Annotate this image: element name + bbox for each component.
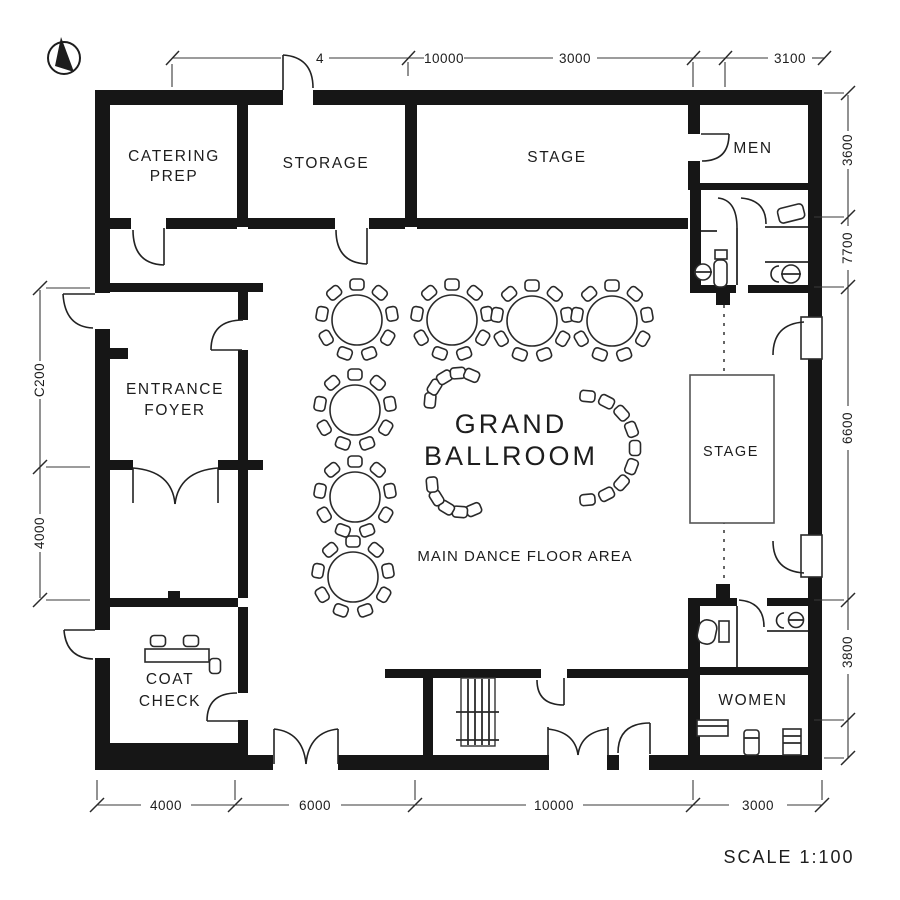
room-label-grand-ballroom-line2: BALLROOM (424, 441, 598, 471)
dimension-chain-bottom: 4000 6000 10000 3000 (89, 780, 830, 813)
toilet-icon (714, 249, 728, 260)
dim-left-1: 4000 (32, 517, 47, 549)
coat-check-desk (144, 634, 222, 675)
dimension-chain-right: 3600 7700 6600 3800 (814, 85, 856, 766)
room-label-stage-top: STAGE (527, 149, 586, 166)
dance-floor-note: MAIN DANCE FLOOR AREA (417, 548, 632, 565)
scale-label: SCALE 1:100 (723, 847, 854, 867)
north-arrow-icon (47, 37, 81, 75)
room-label-entrance-foyer-line2: FOYER (144, 402, 205, 419)
dim-right-3: 3800 (840, 636, 855, 668)
dim-right-1: 7700 (840, 232, 855, 264)
room-label-coat-check-line1: COAT (146, 671, 194, 688)
dim-top-3: 3100 (774, 51, 806, 66)
round-table-icon (310, 535, 396, 619)
round-table-icon (569, 279, 655, 363)
dim-right-2: 6600 (840, 412, 855, 444)
room-label-women: WOMEN (718, 692, 787, 709)
dim-right-0: 3600 (840, 134, 855, 166)
room-label-entrance-foyer-line1: ENTRANCE (126, 381, 224, 398)
room-labels: CATERING PREP STORAGE STAGE MEN ENTRANCE… (126, 140, 787, 710)
dim-top-1: 10000 (424, 51, 464, 66)
stairs (456, 677, 499, 747)
dim-bottom-2: 10000 (534, 798, 574, 813)
room-label-grand-ballroom-line1: GRAND (455, 409, 568, 439)
round-table-icon (314, 278, 400, 362)
round-table-icon (312, 368, 398, 452)
doors (62, 54, 823, 765)
dimension-chain-top: 4 10000 3000 3100 (165, 50, 832, 87)
dim-top-0: 4 (316, 51, 324, 66)
washroom-partitions (701, 226, 808, 667)
toilet-icon (696, 619, 718, 645)
fixture-icon (743, 729, 760, 756)
dim-top-2: 3000 (559, 51, 591, 66)
dimension-chain-left: C200 4000 (32, 280, 90, 608)
dim-bottom-3: 3000 (742, 798, 774, 813)
door-leaf-block (800, 316, 823, 360)
stage-right-outline (689, 374, 775, 524)
fixture-icon (782, 728, 802, 756)
counter-icon (696, 719, 729, 737)
desk-icon (144, 648, 210, 663)
round-table-icon (409, 278, 495, 362)
dim-left-0: C200 (32, 363, 47, 397)
dim-bottom-0: 4000 (150, 798, 182, 813)
room-label-coat-check-line2: CHECK (139, 693, 201, 710)
room-label-storage: STORAGE (283, 155, 370, 172)
round-table-icon (312, 455, 398, 539)
dim-bottom-1: 6000 (299, 798, 331, 813)
urinal-icon (776, 203, 806, 224)
room-label-stage-right: STAGE (703, 444, 759, 460)
room-label-men: MEN (733, 140, 772, 157)
walls (95, 90, 822, 770)
washroom-fixtures (694, 203, 806, 756)
door-leaf-block (800, 534, 823, 578)
door-arc (282, 54, 314, 89)
room-label-catering-prep-line1: CATERING (128, 148, 220, 165)
round-table-icon (489, 279, 575, 363)
room-label-catering-prep-line2: PREP (150, 168, 199, 185)
